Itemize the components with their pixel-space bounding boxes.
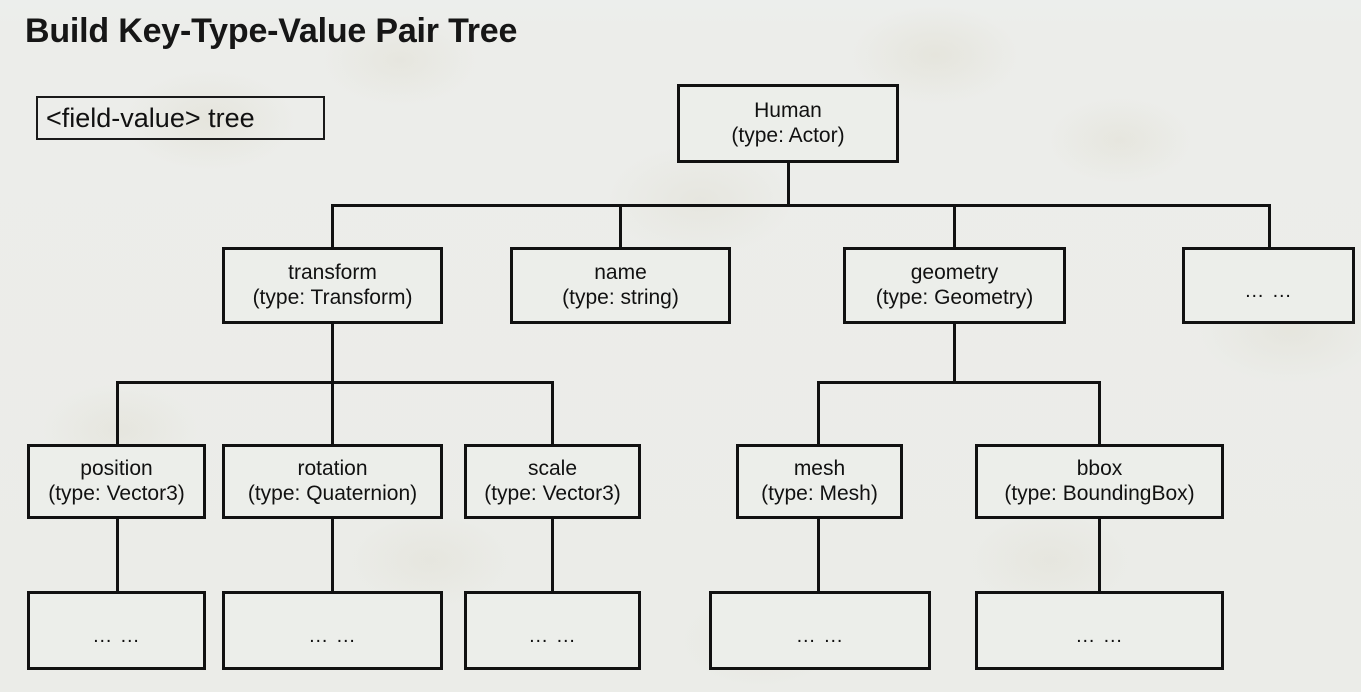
page-title: Build Key-Type-Value Pair Tree	[25, 12, 518, 50]
node-mesh-name: mesh	[793, 457, 846, 481]
node-name-name: name	[594, 261, 647, 285]
node-leaf-rotation-label: … …	[308, 624, 357, 647]
node-human[interactable]: Human (type: Actor)	[677, 84, 899, 163]
node-bbox-type: (type: BoundingBox)	[1004, 481, 1195, 505]
node-level2-ellipsis[interactable]: … …	[1182, 247, 1355, 324]
connector-drop-geometry	[953, 204, 956, 250]
node-mesh-type: (type: Mesh)	[761, 481, 878, 505]
connector-mesh-leaf	[817, 519, 820, 592]
node-name-type: (type: string)	[562, 285, 679, 309]
legend-field-value-tree: <field-value> tree	[36, 96, 325, 140]
node-position[interactable]: position (type: Vector3)	[27, 444, 206, 519]
node-mesh[interactable]: mesh (type: Mesh)	[736, 444, 903, 519]
node-leaf-bbox-label: … …	[1075, 624, 1124, 647]
connector-transform-bus	[116, 381, 554, 384]
node-geometry-name: geometry	[910, 261, 999, 285]
node-scale-name: scale	[527, 457, 578, 481]
node-bbox-name: bbox	[1076, 457, 1123, 481]
node-transform-type: (type: Transform)	[252, 285, 413, 309]
node-human-type: (type: Actor)	[731, 123, 845, 147]
connector-transform-stem	[331, 323, 334, 382]
node-leaf-mesh[interactable]: … …	[709, 591, 931, 670]
node-level2-ellipsis-label: … …	[1244, 279, 1293, 302]
connector-drop-ellipsis-level2	[1268, 204, 1271, 250]
node-name[interactable]: name (type: string)	[510, 247, 731, 324]
node-leaf-scale-label: … …	[528, 624, 577, 647]
node-rotation-type: (type: Quaternion)	[247, 481, 418, 505]
connector-drop-rotation	[331, 381, 334, 444]
node-position-name: position	[80, 457, 153, 481]
connector-drop-position	[116, 381, 119, 444]
connector-rotation-leaf	[331, 519, 334, 592]
connector-root-stem	[787, 163, 790, 207]
node-leaf-mesh-label: … …	[795, 624, 845, 647]
connector-bbox-leaf	[1098, 519, 1101, 592]
node-leaf-bbox[interactable]: … …	[975, 591, 1224, 670]
node-position-type: (type: Vector3)	[48, 481, 185, 505]
node-geometry-type: (type: Geometry)	[875, 285, 1034, 309]
node-transform[interactable]: transform (type: Transform)	[222, 247, 443, 324]
connector-drop-mesh	[817, 381, 820, 444]
connector-scale-leaf	[551, 519, 554, 592]
node-scale-type: (type: Vector3)	[484, 481, 621, 505]
connector-geometry-stem	[953, 323, 956, 382]
node-bbox[interactable]: bbox (type: BoundingBox)	[975, 444, 1224, 519]
connector-position-leaf	[116, 519, 119, 592]
node-leaf-position-label: … …	[92, 624, 141, 647]
connector-geometry-bus	[817, 381, 1101, 384]
node-transform-name: transform	[288, 261, 377, 285]
node-rotation-name: rotation	[297, 457, 368, 481]
connector-level2-bus	[331, 204, 1271, 207]
legend-label: <field-value> tree	[46, 102, 255, 133]
node-leaf-rotation[interactable]: … …	[222, 591, 443, 670]
node-geometry[interactable]: geometry (type: Geometry)	[843, 247, 1066, 324]
node-scale[interactable]: scale (type: Vector3)	[464, 444, 641, 519]
node-rotation[interactable]: rotation (type: Quaternion)	[222, 444, 443, 519]
connector-drop-scale	[551, 381, 554, 444]
node-human-name: Human	[754, 99, 822, 123]
connector-drop-bbox	[1098, 381, 1101, 444]
node-leaf-position[interactable]: … …	[27, 591, 206, 670]
connector-drop-name	[619, 204, 622, 250]
connector-drop-transform	[331, 204, 334, 250]
node-leaf-scale[interactable]: … …	[464, 591, 641, 670]
